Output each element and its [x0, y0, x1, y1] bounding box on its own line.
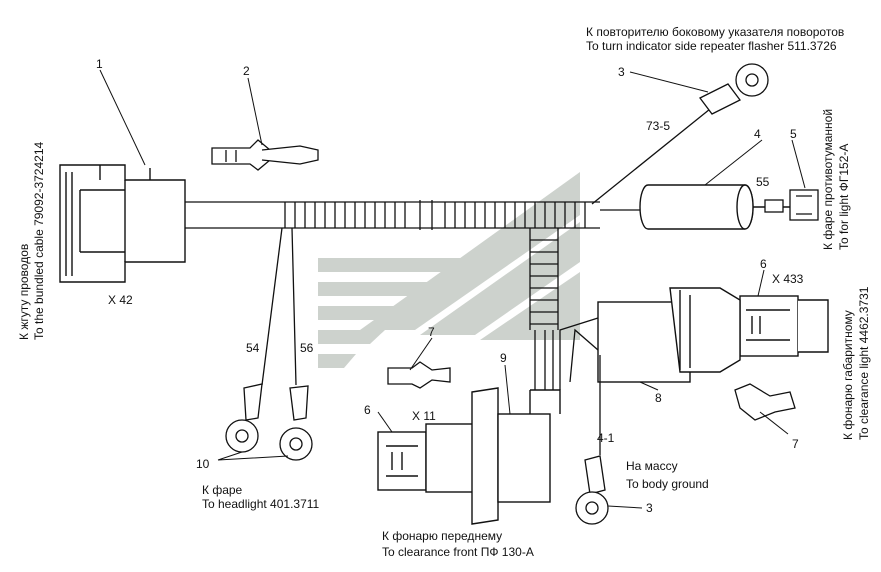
- leader-lines: [99, 69, 806, 509]
- component-9-lamp: [471, 387, 561, 525]
- ground-wire: [559, 317, 601, 455]
- callout-3-top: 3: [618, 65, 625, 79]
- caption-ground-ru: На массу: [626, 459, 678, 473]
- terminal-7-right: [734, 383, 796, 421]
- terminal-2: [211, 139, 319, 171]
- terminal-3-top: [699, 63, 769, 115]
- callout-6-left: 6: [364, 403, 371, 417]
- callout-5: 5: [790, 127, 797, 141]
- caption-clearance-ru: К фонарю габаритному: [841, 310, 855, 440]
- callout-6-right: 6: [760, 257, 767, 271]
- callout-2: 2: [243, 64, 250, 78]
- caption-headlight-en: To headlight 401.3711: [202, 497, 320, 511]
- caption-headlight-ru: К фаре: [202, 483, 243, 497]
- caption-repeater-ru: К повторителю боковому указателя поворот…: [586, 25, 844, 39]
- harness-trunk: [185, 104, 716, 390]
- connector-5: [764, 189, 819, 221]
- callout-3-bottom: 3: [646, 501, 653, 515]
- wire-label-55: 55: [756, 175, 770, 189]
- connector-label-x433: X 433: [772, 272, 804, 286]
- component-4-cylinder: [639, 184, 790, 230]
- terminal-7-left: [387, 361, 451, 389]
- connector-label-x42: X 42: [108, 293, 133, 307]
- caption-fog-ru: К фаре противотуманной: [821, 109, 835, 250]
- caption-clearance-en: To clearance light 4462.3731: [857, 286, 871, 440]
- connector-x11: [377, 423, 475, 493]
- caption-bundle-en: To the bundled cable 79092-3724214: [32, 142, 46, 340]
- connector-label-x11: X 11: [412, 409, 436, 423]
- caption-ground-en: To body ground: [626, 477, 709, 491]
- callout-8: 8: [655, 391, 662, 405]
- component-8-box: [597, 287, 741, 383]
- caption-front-ru: К фонарю переднему: [382, 529, 502, 543]
- wires-54-56: [261, 227, 297, 386]
- connector-x433: [739, 295, 829, 357]
- caption-bundle-ru: К жгуту проводов: [17, 244, 31, 340]
- wire-label-54: 54: [246, 341, 260, 355]
- callout-10: 10: [196, 457, 210, 471]
- wire-label-4-1: 4-1: [597, 431, 615, 445]
- connector-x42: [59, 164, 186, 283]
- callout-7-left: 7: [428, 325, 435, 339]
- caption-repeater-en: To turn indicator side repeater flasher …: [586, 39, 837, 53]
- caption-fog-en: To for light ФГ152-А: [837, 144, 851, 250]
- caption-front-en: To clearance front ПФ 130-А: [382, 545, 534, 559]
- wire-label-56: 56: [300, 341, 314, 355]
- wire-label-73-5: 73-5: [646, 119, 670, 133]
- callout-1: 1: [96, 57, 103, 71]
- terminal-3-bottom: [575, 455, 609, 525]
- ring-terminals-10: [225, 383, 313, 461]
- callout-4: 4: [754, 127, 761, 141]
- callout-7-right: 7: [792, 437, 799, 451]
- callout-9: 9: [500, 351, 507, 365]
